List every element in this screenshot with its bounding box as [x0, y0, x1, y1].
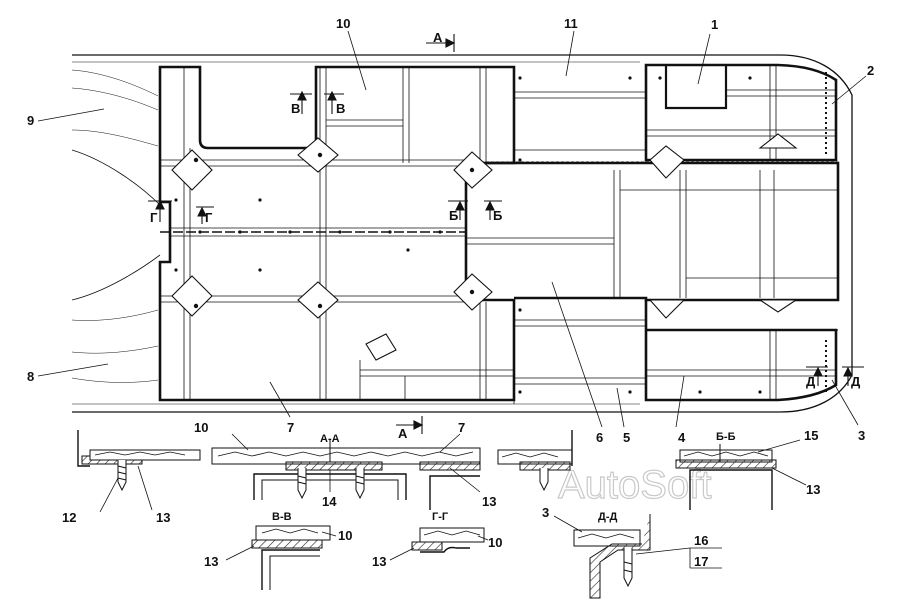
- left-curve-bottom: [71, 254, 161, 301]
- section-mark-g2: Г: [205, 210, 213, 225]
- label-13-vv: 13: [204, 554, 218, 569]
- label-5: 5: [623, 430, 630, 445]
- section-mark-v2: В: [336, 101, 345, 116]
- label-10-aa: 10: [194, 420, 208, 435]
- leader-lines: [37, 30, 867, 428]
- label-1: 1: [711, 17, 718, 32]
- section-mark-v1: В: [291, 101, 300, 116]
- section-markers: [148, 34, 864, 434]
- label-3-dd: 3: [542, 505, 549, 520]
- floor-plan-view: [71, 54, 853, 413]
- label-17: 17: [694, 554, 708, 569]
- panel-6-outline: [466, 161, 840, 302]
- panel-1-outline: [644, 63, 838, 162]
- section-mark-b2: Б: [493, 208, 502, 223]
- section-title-dd: Д-Д: [598, 511, 617, 523]
- label-2: 2: [867, 63, 874, 78]
- section-mark-d2: Д: [851, 374, 861, 389]
- section-title-aa: А-А: [320, 433, 340, 445]
- detail-gg: [389, 527, 489, 561]
- frame-members: [160, 65, 838, 404]
- section-title-gg: Г-Г: [432, 511, 449, 523]
- label-10-gg: 10: [488, 535, 502, 550]
- detail-aa: [211, 433, 481, 510]
- label-14: 14: [322, 494, 337, 509]
- section-mark-a-top: А: [433, 30, 443, 45]
- body-outline: [72, 54, 853, 413]
- detail-aa-right: [497, 430, 573, 492]
- label-13-bb: 13: [806, 482, 820, 497]
- gusset-plates: [171, 133, 798, 361]
- detail-left-edge: [77, 430, 201, 513]
- label-13-aa: 13: [482, 494, 496, 509]
- panel-4-outline: [644, 300, 838, 402]
- section-mark-g1: Г: [150, 210, 158, 225]
- panel-outline: [158, 65, 516, 402]
- label-4: 4: [678, 430, 686, 445]
- label-16: 16: [694, 533, 708, 548]
- section-details: [77, 430, 807, 599]
- left-curve-top: [71, 149, 161, 206]
- section-title-bb: Б-Б: [716, 431, 736, 443]
- section-marker-labels: А А В В Г Г Б Б Д Д: [150, 30, 861, 441]
- label-7: 7: [287, 420, 294, 435]
- watermark-text: AutoSoft: [558, 463, 711, 507]
- label-3: 3: [858, 428, 865, 443]
- bolt-holes: [174, 76, 762, 394]
- label-10: 10: [336, 16, 350, 31]
- section-mark-b1: Б: [449, 208, 458, 223]
- label-10-vv: 10: [338, 528, 352, 543]
- detail-labels: 10 7 12 13 14 13 15 13 10 13 10 13 3 16 …: [62, 420, 820, 569]
- label-6: 6: [596, 430, 603, 445]
- section-mark-d1: Д: [806, 374, 816, 389]
- detail-dd: [553, 514, 722, 599]
- detail-bb: [675, 439, 807, 510]
- label-15: 15: [804, 428, 818, 443]
- section-title-vv: В-В: [272, 511, 292, 523]
- label-11: 11: [564, 16, 578, 31]
- plan-labels: 1 2 3 4 5 6 7 8 9 10 11: [27, 16, 874, 445]
- label-13-left: 13: [156, 510, 170, 525]
- label-12: 12: [62, 510, 76, 525]
- detail-vv: [225, 525, 337, 590]
- section-mark-a-bottom: А: [398, 426, 408, 441]
- label-13-gg: 13: [372, 554, 386, 569]
- label-7-aa: 7: [458, 420, 465, 435]
- label-9: 9: [27, 113, 34, 128]
- section-titles: А-А Б-Б В-В Г-Г Д-Д: [272, 431, 736, 523]
- label-8: 8: [27, 369, 34, 384]
